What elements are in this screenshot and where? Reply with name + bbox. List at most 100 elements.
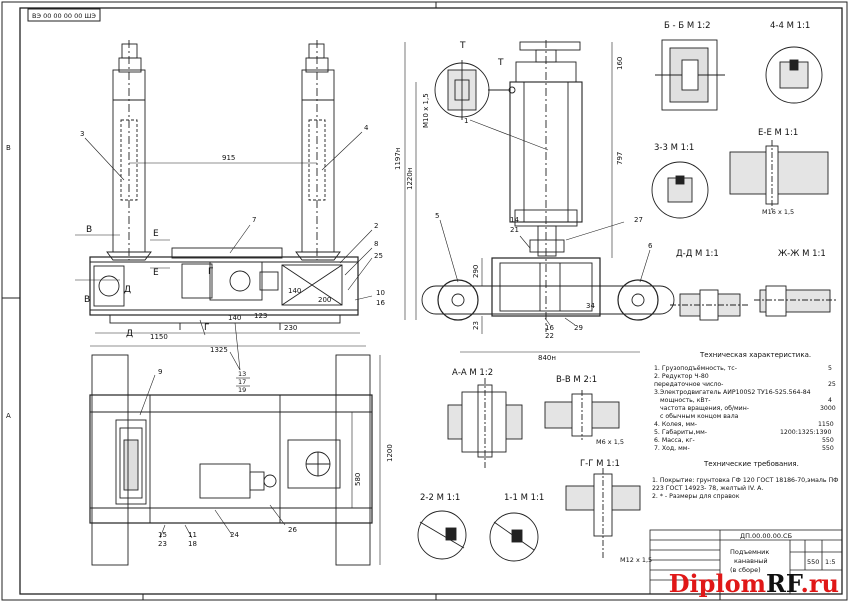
dim-200: 200 [318, 296, 331, 304]
dim-580: 580 [354, 473, 362, 486]
pos-23: 23 [158, 540, 167, 548]
pos-6: 6 [648, 242, 653, 250]
title-vv: В-В М 2:1 [556, 375, 597, 385]
pos-15: 15 [158, 531, 167, 539]
side-labels: 5 1 27 6 14 21 16 22 29 Т Т М10 х 1,5 16… [394, 41, 653, 362]
pos-3: 3 [80, 130, 84, 138]
flag-13: 13 [238, 370, 246, 378]
spec-9-label: 6. Масса, кг- [654, 437, 695, 444]
pos-14: 14 [510, 216, 519, 224]
front-labels: 3 4 7 2 8 25 10 16 915 1150 1325 140 123… [80, 124, 385, 354]
plan-dimensions [139, 355, 381, 565]
pos-11: 11 [188, 531, 197, 539]
req-title: Технические требования. [703, 460, 799, 468]
pos-24: 24 [230, 531, 239, 539]
dim-230: 230 [284, 324, 297, 332]
title-ee: Е-Е М 1:1 [758, 128, 798, 138]
spec-4-value: 4 [828, 397, 832, 404]
spec-7-value: 1150 [818, 421, 834, 428]
title-bb: Б - Б М 1:2 [664, 21, 711, 31]
watermark: DiplomRF.ru [669, 569, 839, 598]
title-block-text: ДП.00.00.00.СБ Подъемник канавный (в сбо… [730, 532, 835, 574]
name-line-1: Подъемник [730, 548, 769, 556]
detail-mark2: Т [497, 58, 504, 68]
dim-1325: 1325 [210, 346, 228, 354]
spec-5-label: частота вращения, об/мин- [660, 404, 749, 412]
pos-27: 27 [634, 216, 643, 224]
plan-labels: 9 15 23 11 18 24 26 1200 580 [158, 368, 394, 548]
dim-123: 123 [254, 312, 267, 320]
flag-19: 19 [238, 386, 246, 394]
spec-8-value: 1200:1325:1390 [780, 429, 831, 436]
title-dd: Д-Д М 1:1 [676, 249, 719, 259]
scale-value: 1:5 [825, 558, 835, 566]
title-zz: Ж-Ж М 1:1 [778, 249, 826, 259]
title-22: 2-2 М 1:1 [420, 493, 460, 503]
flag-17: 17 [238, 378, 246, 386]
title-44: 4-4 М 1:1 [770, 21, 810, 31]
section-drawings [417, 39, 836, 562]
spec-2-label: передаточное число- [654, 381, 723, 388]
spec-10-label: 7. Ход, мм- [654, 445, 690, 452]
spec-4-label: мощность, кВт- [660, 397, 711, 404]
dim-1150: 1150 [150, 333, 168, 341]
section-d: Д [124, 285, 131, 295]
pos-22: 22 [545, 332, 554, 340]
dim-915: 915 [222, 154, 235, 162]
spec-7-label: 4. Колея, мм- [654, 421, 697, 428]
spec-9-value: 550 [822, 437, 834, 444]
specs-title: Техническая характеристика. [699, 351, 811, 359]
spec-8-label: 5. Габариты,мм- [654, 428, 707, 436]
plan-view [89, 354, 373, 566]
pos-4: 4 [364, 124, 369, 132]
tech-specs: Техническая характеристика. 1. Грузоподъ… [652, 351, 838, 500]
name-line-2: канавный [734, 557, 768, 565]
dim-140: 140 [228, 314, 241, 322]
front-view [89, 40, 359, 330]
watermark-part2: RF [765, 569, 801, 598]
pos-5: 5 [435, 212, 439, 220]
dim-34: 34 [586, 302, 595, 310]
title-11: 1-1 М 1:1 [504, 493, 544, 503]
pos-10: 10 [376, 289, 385, 297]
section-e2: Е [153, 268, 159, 278]
section-b2: В [84, 295, 90, 305]
spec-0-value: 5 [828, 365, 832, 372]
dim-23: 23 [472, 321, 480, 330]
front-dimensions [75, 131, 373, 371]
section-b: В [86, 225, 92, 235]
detail-mark: Т [459, 41, 466, 51]
pos-26: 26 [288, 526, 297, 534]
dim-797: 797 [616, 152, 624, 165]
dim-1197: 1197н [394, 148, 402, 170]
spec-6-label: с обычным концом вала [660, 412, 739, 420]
dim-1220: 1220н [406, 168, 414, 190]
section-g: Г [208, 267, 214, 277]
section-labels: Б - Б М 1:2 4-4 М 1:1 3-3 М 1:1 Е-Е М 1:… [420, 21, 826, 564]
title-aa: А-А М 1:2 [452, 368, 493, 378]
zone-letter-top: В [6, 144, 11, 152]
dim-290: 290 [472, 265, 480, 278]
pos-2: 2 [374, 222, 378, 230]
pos-21: 21 [510, 226, 519, 234]
spec-0-label: 1. Грузоподъёмность, тс- [654, 364, 737, 372]
req-line-1: 1. Покрытие: грунтовка ГФ 120 ГОСТ 18186… [652, 477, 838, 484]
title-block [649, 529, 843, 595]
pos-7: 7 [252, 216, 256, 224]
pos-9: 9 [158, 368, 162, 376]
thread-m6: М6 х 1,5 [596, 438, 624, 446]
section-g2: Г [204, 323, 210, 333]
req-line-3: 2. * - Размеры для справок [652, 493, 740, 500]
pos-1: 1 [464, 117, 468, 125]
detail-dim: М10 х 1,5 [422, 93, 430, 128]
thread-m12: М12 х 1,5 [620, 556, 652, 564]
dim-140b: 140 [288, 287, 301, 295]
side-dimensions [404, 42, 651, 353]
zone-letter-mid: А [6, 412, 11, 420]
leader-flags: 13 17 19 [229, 351, 250, 394]
doc-code: ДП.00.00.00.СБ [740, 532, 792, 540]
side-view [421, 40, 675, 332]
pos-8: 8 [374, 240, 378, 248]
